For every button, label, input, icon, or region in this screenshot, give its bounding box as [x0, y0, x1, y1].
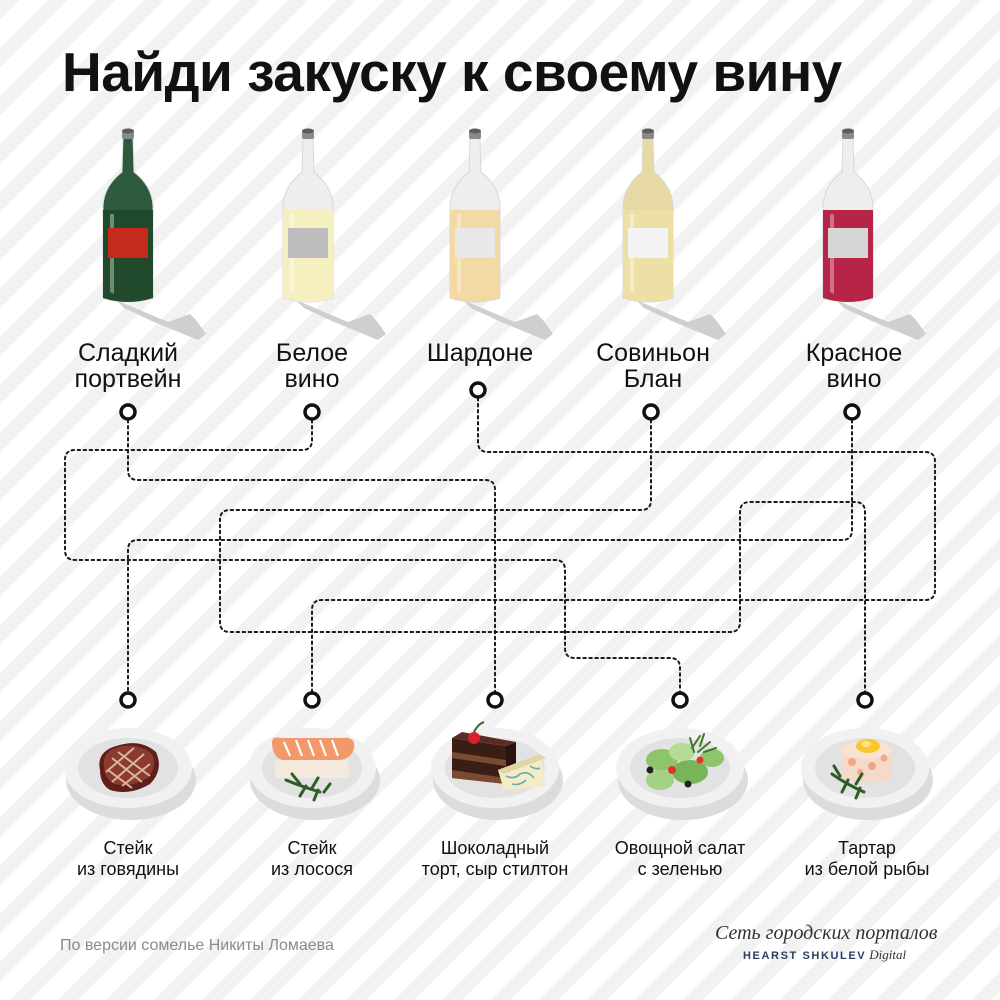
bottle-sauvignon-icon	[622, 128, 726, 340]
stilton-cheese-icon	[498, 754, 546, 790]
wine-label-line: Сладкий	[78, 339, 178, 367]
plate-tartare	[801, 728, 933, 820]
dish-label-line: Стейк	[103, 838, 153, 858]
chocolate-cake-icon	[452, 721, 516, 784]
bottle-chardonnay-icon	[449, 128, 553, 340]
fish-tartare-icon	[830, 739, 892, 800]
node-red	[843, 403, 861, 421]
wine-label-line: Блан	[623, 365, 683, 393]
salad-icon	[646, 733, 724, 790]
dish-label-line: Овощной салат	[614, 838, 746, 858]
wine-label-line: Шардоне	[426, 339, 534, 367]
connector-red-beef	[127, 419, 853, 693]
wine-label-line: Красное	[805, 339, 903, 367]
wine-label-sauvignon: Совиньон Блан	[553, 340, 753, 392]
plate-salmon	[248, 728, 380, 820]
dish-label-salad: Овощной салат с зеленью	[575, 838, 785, 880]
node-cake	[486, 691, 504, 709]
node-salmon	[303, 691, 321, 709]
dish-label-line: Стейк	[287, 838, 337, 858]
wine-label-line: вино	[826, 365, 882, 393]
dish-label-beef: Стейк из говядины	[23, 838, 233, 880]
dish-label-salmon: Стейк из лосося	[207, 838, 417, 880]
dish-label-line: Шоколадный	[440, 838, 550, 858]
bottle-red-icon	[822, 128, 926, 340]
brand-digital: Digital	[869, 947, 907, 962]
node-chardonnay	[469, 381, 487, 399]
connector-chardonnay-salmon	[311, 397, 936, 693]
node-beef	[119, 691, 137, 709]
node-tartare	[856, 691, 874, 709]
bottle-port-icon	[102, 128, 206, 340]
beef-steak-icon	[99, 743, 159, 792]
dish-label-line: торт, сыр стилтон	[421, 859, 569, 879]
dish-label-tartare: Тартар из белой рыбы	[762, 838, 972, 880]
dish-label-line: с зеленью	[637, 859, 723, 879]
wine-label-line: Совиньон	[596, 339, 710, 367]
wine-label-line: портвейн	[74, 365, 182, 393]
brand-line: Сеть городских порталов	[715, 922, 938, 944]
wine-label-white: Белое вино	[212, 340, 412, 392]
salmon-steak-icon	[272, 737, 355, 802]
wine-label-line: вино	[284, 365, 340, 393]
wine-label-port: Сладкий портвейн	[28, 340, 228, 392]
dish-label-line: из лосося	[271, 859, 353, 879]
plate-beef	[64, 728, 196, 820]
wine-label-line: Белое	[275, 339, 349, 367]
brand-caps: HEARST SHKULEV	[743, 950, 867, 962]
node-sauvignon	[642, 403, 660, 421]
bottle-white-icon	[282, 128, 386, 340]
node-port	[119, 403, 137, 421]
node-salad	[671, 691, 689, 709]
node-white	[303, 403, 321, 421]
connector-port-cake	[127, 419, 496, 693]
dish-label-line: Тартар	[838, 838, 896, 858]
wine-label-red: Красное вино	[754, 340, 954, 392]
connector-sauvignon-tartare	[219, 419, 866, 693]
page-title: Найди закуску к своему вину	[62, 41, 842, 103]
connector-white-salad	[64, 419, 681, 693]
plate-salad	[616, 728, 748, 820]
dish-label-line: из белой рыбы	[804, 859, 930, 879]
dish-label-line: из говядины	[76, 859, 180, 879]
plate-cake	[431, 721, 563, 820]
dish-label-cake: Шоколадный торт, сыр стилтон	[390, 838, 600, 880]
wine-label-chardonnay: Шардоне	[380, 340, 580, 366]
credit-text: По версии сомелье Никиты Ломаева	[60, 937, 334, 954]
